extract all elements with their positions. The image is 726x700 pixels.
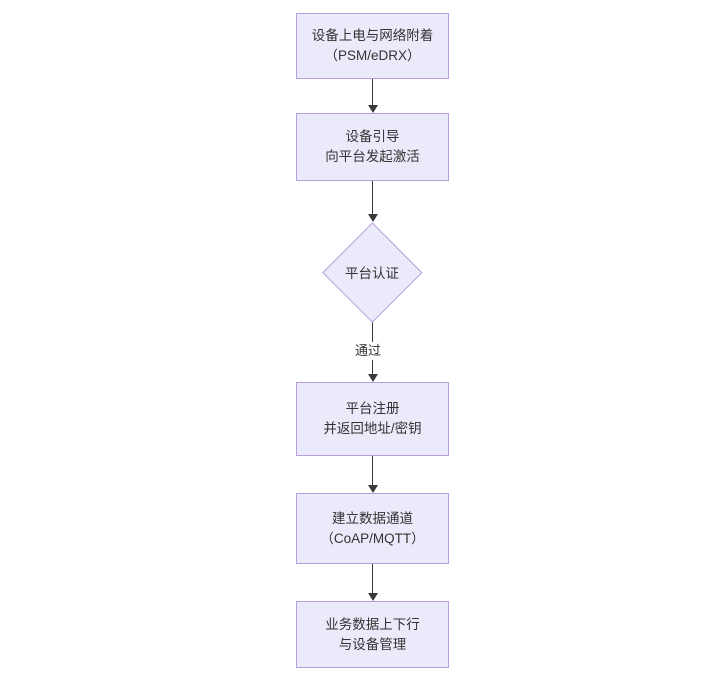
node-power-on-line1: 设备上电与网络附着 xyxy=(311,28,434,43)
node-power-on-line2: （PSM/eDRX） xyxy=(324,48,421,63)
node-register[interactable]: 平台注册 并返回地址/密钥 xyxy=(296,382,449,456)
edge-connector-4 xyxy=(372,456,374,486)
edge-connector-5 xyxy=(372,564,374,594)
node-channel-line1: 建立数据通道 xyxy=(332,510,413,526)
node-data[interactable]: 业务数据上下行 与设备管理 xyxy=(296,601,449,668)
node-channel-line2: （CoAP/MQTT） xyxy=(320,530,425,546)
edge-arrowhead-1 xyxy=(367,105,378,113)
edge-connector-2 xyxy=(372,181,374,215)
node-bootstrap-line2: 向平台发起激活 xyxy=(325,149,420,164)
edge-arrowhead-3 xyxy=(367,374,378,382)
edge-label-pass: 通过 xyxy=(352,342,385,360)
node-bootstrap[interactable]: 设备引导 向平台发起激活 xyxy=(296,113,449,181)
edge-arrowhead-5 xyxy=(367,593,378,601)
node-register-line1: 平台注册 xyxy=(345,401,400,416)
node-data-line2: 与设备管理 xyxy=(338,636,407,652)
node-bootstrap-line1: 设备引导 xyxy=(345,129,400,144)
edge-connector-1 xyxy=(372,79,374,106)
node-channel[interactable]: 建立数据通道 （CoAP/MQTT） xyxy=(296,493,449,564)
node-register-line2: 并返回地址/密钥 xyxy=(323,421,422,436)
node-data-line1: 业务数据上下行 xyxy=(325,616,420,632)
edge-arrowhead-4 xyxy=(367,485,378,493)
node-auth-label: 平台认证 xyxy=(345,266,399,281)
edge-arrowhead-2 xyxy=(367,214,378,222)
node-power-on[interactable]: 设备上电与网络附着 （PSM/eDRX） xyxy=(296,13,449,79)
node-auth[interactable]: 平台认证 xyxy=(322,222,422,322)
